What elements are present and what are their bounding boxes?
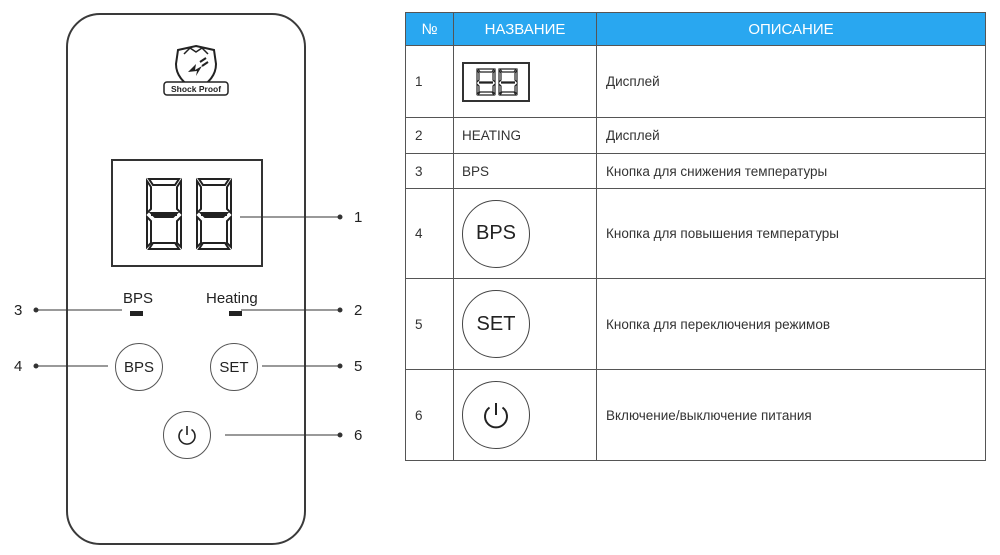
legend-table: № НАЗВАНИЕ ОПИСАНИЕ 1 [405,12,986,461]
row-num: 4 [405,188,454,279]
bps-indicator [130,311,143,316]
row-desc: Дисплей [596,45,986,118]
header-name: НАЗВАНИЕ [453,12,597,46]
row-num: 1 [405,45,454,118]
heating-indicator [229,311,242,316]
header-desc: ОПИСАНИЕ [596,12,986,46]
row-name: HEATING [453,117,597,154]
row-name: BPS [453,153,597,189]
display-digits-icon [146,177,232,250]
power-icon [484,403,508,429]
row-num: 2 [405,117,454,154]
row-desc: Дисплей [596,117,986,154]
bps-label: BPS [123,290,154,307]
callout-2: 2 [354,302,363,319]
table-row: 4 BPS Кнопка для повышения температуры [405,188,986,279]
row-name: BPS [453,188,597,279]
header-num: № [405,12,454,46]
callout-1: 1 [354,209,363,226]
logo-text: Shock Proof [171,84,221,94]
row-desc: Кнопка для повышения температуры [596,188,986,279]
seven-segment-display-icon [462,61,530,102]
callout-3: 3 [14,302,23,319]
bps-button[interactable]: BPS [115,343,163,391]
table-row: 3 BPS Кнопка для снижения температуры [405,153,986,189]
row-num: 6 [405,369,454,461]
bps-button-label: BPS [123,358,154,376]
row-desc: Кнопка для переключения режимов [596,278,986,370]
table-row: 6 Включение/выключение питания [405,369,986,461]
bps-button-icon: BPS [462,199,530,268]
heating-label: Heating [206,290,258,307]
callout-6: 6 [354,427,363,444]
table-row: 2 HEATING Дисплей [405,117,986,154]
set-button[interactable]: SET [210,343,258,391]
set-button-label: SET [219,358,249,376]
bps-button-icon-label: BPS [475,222,517,244]
table-row: 5 SET Кнопка для переключения режимов [405,278,986,370]
row-desc: Включение/выключение питания [596,369,986,461]
row-name: SET [453,278,597,370]
set-button-icon: SET [462,290,530,358]
shock-proof-logo: Shock Proof [163,44,229,96]
power-button-icon [462,381,530,449]
seven-segment-display [111,159,263,267]
table-row: 1 [405,45,986,118]
power-icon [178,426,196,445]
row-num: 5 [405,278,454,370]
row-name [453,369,597,461]
power-button[interactable] [163,411,211,459]
table-header: № НАЗВАНИЕ ОПИСАНИЕ [405,12,986,46]
row-name [453,45,597,118]
callout-4: 4 [14,358,23,375]
callout-5: 5 [354,358,363,375]
callout-leaders [33,214,343,438]
set-button-icon-label: SET [476,312,516,335]
row-num: 3 [405,153,454,189]
row-desc: Кнопка для снижения температуры [596,153,986,189]
